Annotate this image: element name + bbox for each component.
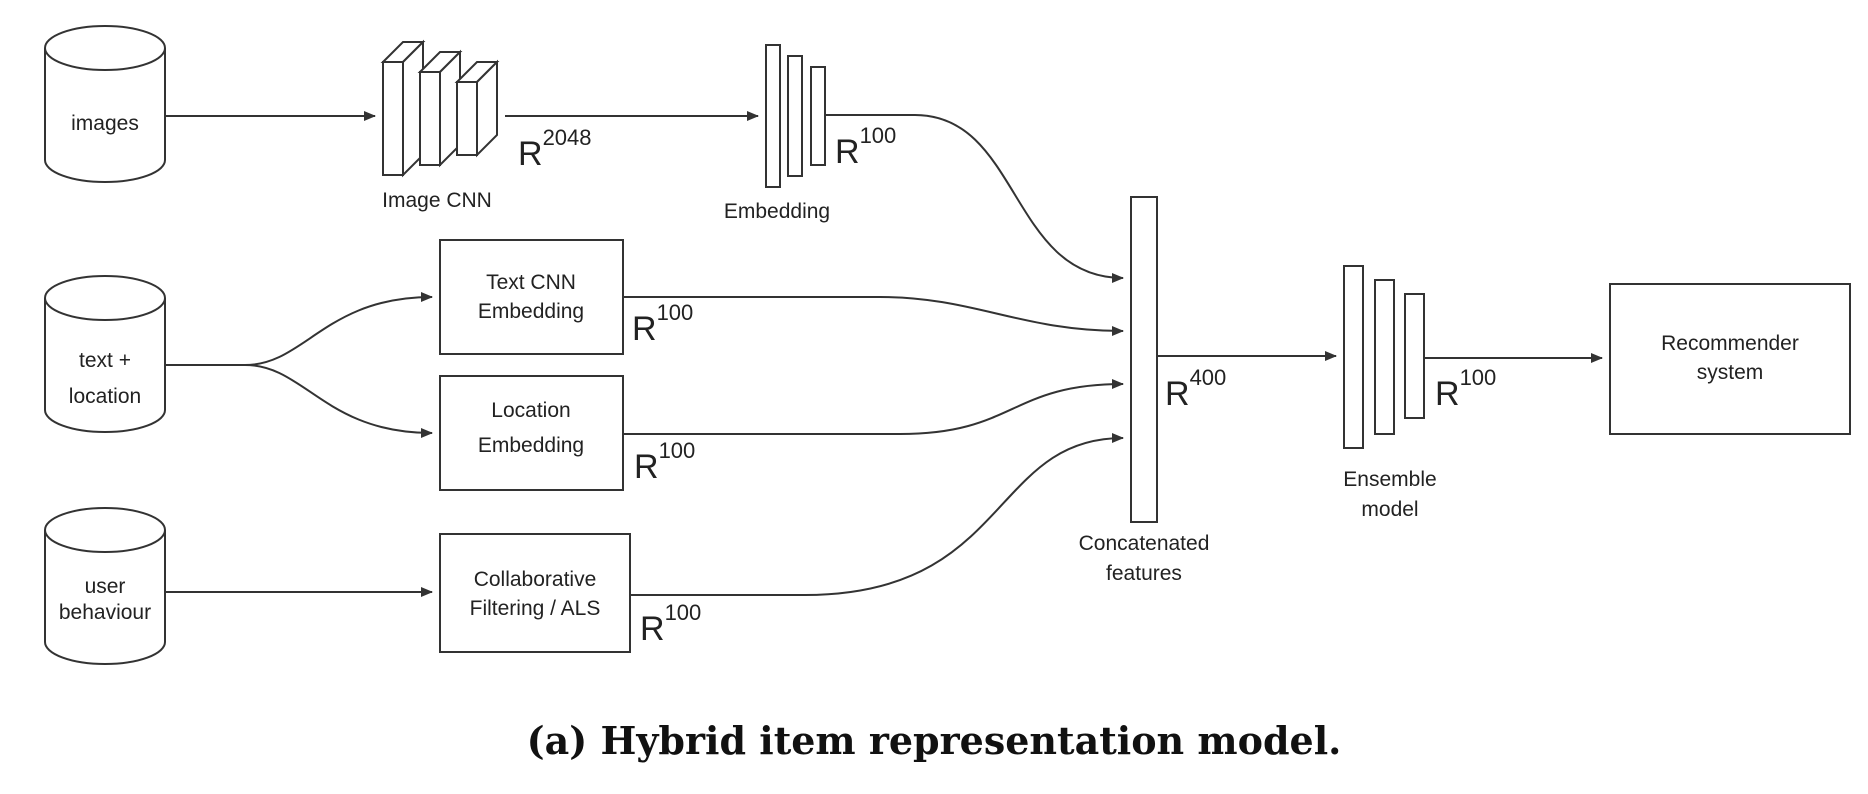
dim-cf-output: R100 xyxy=(640,600,701,648)
text-location-label-line2: location xyxy=(69,385,141,408)
image-cnn-layer-2 xyxy=(417,49,463,168)
cf-label-line1: Collaborative xyxy=(474,568,597,591)
concatenated-label-line1: Concatenated xyxy=(1079,532,1210,555)
dim-image-embedding-output: R100 xyxy=(835,123,896,171)
figure-caption: (a) Hybrid item representation model. xyxy=(526,718,1342,763)
location-label-line1: Location xyxy=(491,399,570,422)
dim-location-output: R100 xyxy=(634,438,695,486)
text-cnn-label-line2: Embedding xyxy=(478,300,584,323)
user-behaviour-label-line2: behaviour xyxy=(59,601,151,624)
concatenated-features-block: Concatenated features xyxy=(1079,196,1210,585)
image-embedding-block: Embedding xyxy=(724,44,830,223)
embedding-bar-1 xyxy=(765,44,781,188)
text-location-label-line1: text + xyxy=(79,349,131,372)
cf-label-line2: Filtering / ALS xyxy=(470,597,601,620)
ensemble-label-line1: Ensemble xyxy=(1343,468,1436,491)
recommender-label-line1: Recommender xyxy=(1661,332,1799,355)
user-behaviour-database: user behaviour xyxy=(44,507,166,665)
edge-location-to-concat xyxy=(623,379,1124,435)
dim-text-cnn-output: R100 xyxy=(632,300,693,348)
ensemble-bar-2 xyxy=(1374,279,1395,435)
edge-embedding-to-concat xyxy=(825,114,1124,283)
ensemble-bar-1 xyxy=(1343,265,1364,449)
ensemble-model-block: Ensemble model xyxy=(1343,265,1437,521)
concatenated-bar xyxy=(1130,196,1158,523)
collaborative-filtering-box: Collaborative Filtering / ALS xyxy=(439,533,631,653)
ensemble-label-line2: model xyxy=(1361,498,1418,521)
images-label: images xyxy=(71,112,139,135)
image-cnn-label: Image CNN xyxy=(382,189,492,212)
text-location-database: text + location xyxy=(44,275,166,433)
ensemble-bar-3 xyxy=(1404,293,1425,419)
location-embedding-box: Location Embedding xyxy=(439,375,624,491)
image-cnn-layer-1 xyxy=(380,39,426,178)
embedding-bar-3 xyxy=(810,66,826,166)
image-cnn-layer-3 xyxy=(454,59,500,158)
recommender-system-box: Recommender system xyxy=(1609,283,1851,435)
edge-cf-to-concat xyxy=(630,433,1124,596)
dim-concat-output: R400 xyxy=(1165,365,1226,413)
location-label-line2: Embedding xyxy=(478,434,584,457)
text-cnn-embedding-box: Text CNN Embedding xyxy=(439,239,624,355)
dim-ensemble-output: R100 xyxy=(1435,365,1496,413)
text-cnn-label-line1: Text CNN xyxy=(486,271,576,294)
concatenated-label-line2: features xyxy=(1106,562,1182,585)
image-cnn-block: Image CNN xyxy=(380,39,500,212)
user-behaviour-label-line1: user xyxy=(85,575,126,598)
images-database: images xyxy=(44,25,166,183)
dim-image-cnn-output: R2048 xyxy=(518,125,592,173)
embedding-bar-2 xyxy=(787,55,803,177)
edge-textloc-to-location xyxy=(244,364,433,438)
edge-textloc-to-textcnn xyxy=(165,292,433,366)
edge-textcnn-to-concat xyxy=(623,296,1124,336)
embedding-label: Embedding xyxy=(724,200,830,223)
recommender-label-line2: system xyxy=(1697,361,1764,384)
